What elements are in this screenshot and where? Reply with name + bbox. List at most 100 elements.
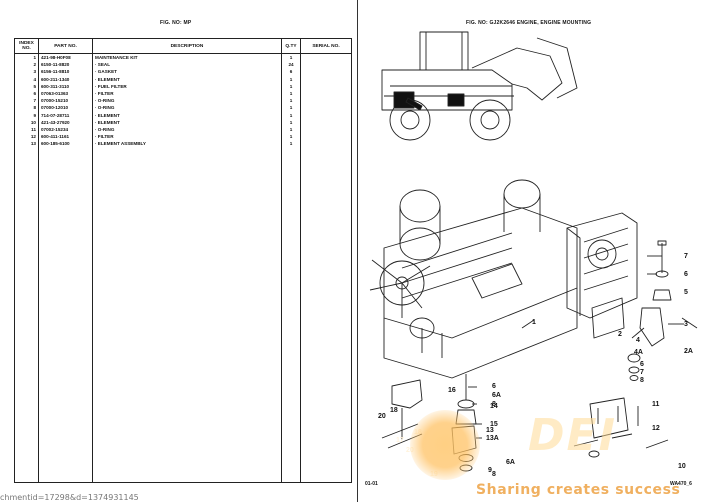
row-part-no: 6156-11-8810 (38, 68, 93, 76)
watermark-tagline: Sharing creates success (476, 482, 681, 498)
callout-label: 6A (506, 459, 515, 466)
col-header-description: DESCRIPTION (92, 38, 282, 54)
table-header-row: INDEX NO. PART NO. DESCRIPTION Q.TY SERI… (14, 38, 352, 54)
row-index: 13 (14, 140, 39, 148)
row-description: · GASKET (92, 68, 282, 76)
row-serial (300, 97, 352, 105)
row-index: 3 (14, 68, 39, 76)
callout-label: 2A (684, 348, 693, 355)
row-description: · FILTER (92, 89, 282, 98)
page-divider (357, 0, 358, 502)
callout-label: 11 (652, 401, 660, 408)
row-serial (300, 82, 352, 90)
row-qty: 24 (281, 61, 301, 69)
row-part-no: 600-411-1161 (38, 133, 93, 141)
callout-label: 9 (488, 467, 492, 474)
row-index: 2 (14, 61, 39, 69)
callout-label: 13 (486, 427, 494, 434)
row-description: · O-RING (92, 104, 282, 112)
row-part-no: 600-211-1340 (38, 75, 93, 83)
row-index: 4 (14, 75, 39, 83)
row-index: 9 (14, 111, 39, 119)
callout-label: 6 (492, 383, 496, 390)
overlay-url-text: chmentid=17298&d=1374931145 (0, 493, 139, 502)
row-qty: 1 (281, 97, 301, 105)
watermark-logo-text: DEI (528, 410, 617, 461)
callout-label: 1 (532, 319, 536, 326)
row-qty: 1 (281, 104, 301, 112)
row-description: · SEAL (92, 61, 282, 69)
exploded-parts-diagram: 1 7 6 5 2 3 4 4A 2A 6 7 8 16 6 6A 8 14 1… (369, 31, 698, 478)
row-description: · FILTER (92, 133, 282, 141)
figure-code: WA470_6 (670, 481, 692, 487)
row-part-no: 07000-12010 (38, 104, 93, 112)
callout-label: 6 (684, 271, 688, 278)
row-qty: 1 (281, 53, 301, 62)
row-part-no: 07002-15234 (38, 125, 93, 134)
page-code: 01-01 (365, 481, 378, 487)
row-index: 1 (14, 53, 39, 62)
callout-label: 7 (640, 369, 644, 376)
row-serial (300, 118, 352, 126)
callout-label: 3 (684, 321, 688, 328)
callout-label: 20 (378, 413, 386, 420)
row-qty: 6 (281, 68, 301, 76)
row-description: · ELEMENT ASSEMBLY (92, 140, 282, 148)
callout-label: 13A (486, 435, 499, 442)
row-description: MAINTENANCE KIT (92, 53, 282, 62)
row-description: · O-RING (92, 97, 282, 105)
col-header-qty: Q.TY (281, 38, 301, 54)
row-part-no: 6150-11-8820 (38, 61, 93, 69)
row-part-no: 421-43-27920 (38, 118, 93, 126)
row-index: 5 (14, 82, 39, 90)
row-serial (300, 140, 352, 148)
callout-label: 12 (652, 425, 660, 432)
row-index: 12 (14, 133, 39, 141)
row-part-no: 600-311-3110 (38, 82, 93, 90)
left-fig-number: FIG. NO: MP (160, 20, 192, 26)
row-part-no: 600-185-6100 (38, 140, 93, 148)
row-description: · ELEMENT (92, 111, 282, 119)
row-qty: 1 (281, 111, 301, 119)
table-filler-row (14, 147, 352, 484)
transmission-illustration (566, 212, 638, 339)
callout-label: 5 (684, 289, 688, 296)
callout-label: 14 (490, 403, 498, 410)
watermark-logo-icon (410, 410, 480, 480)
row-serial (300, 104, 352, 112)
row-index: 10 (14, 118, 39, 126)
row-serial (300, 68, 352, 76)
col-header-serial: SERIAL NO. (300, 38, 352, 54)
callout-label: 17 (396, 437, 404, 444)
row-serial (300, 133, 352, 141)
row-serial (300, 61, 352, 69)
callout-label: 20 (406, 447, 414, 454)
callout-label: 7 (684, 253, 688, 260)
row-description: · FUEL FILTER (92, 82, 282, 90)
callout-label: 8 (640, 377, 644, 384)
wheel-loader-illustration (381, 31, 578, 141)
row-qty: 1 (281, 125, 301, 134)
row-qty: 1 (281, 133, 301, 141)
parts-list-table: INDEX NO. PART NO. DESCRIPTION Q.TY SERI… (14, 38, 352, 484)
callout-label: 4A (634, 349, 643, 356)
row-index: 6 (14, 89, 39, 98)
callout-label: 8 (492, 401, 496, 408)
row-part-no: 421-98-H0F08 (38, 53, 93, 62)
right-fig-title: FIG. NO: GJ2K2646 ENGINE, ENGINE MOUNTIN… (466, 20, 592, 26)
row-serial (300, 111, 352, 119)
row-serial (300, 53, 352, 62)
row-qty: 1 (281, 89, 301, 98)
